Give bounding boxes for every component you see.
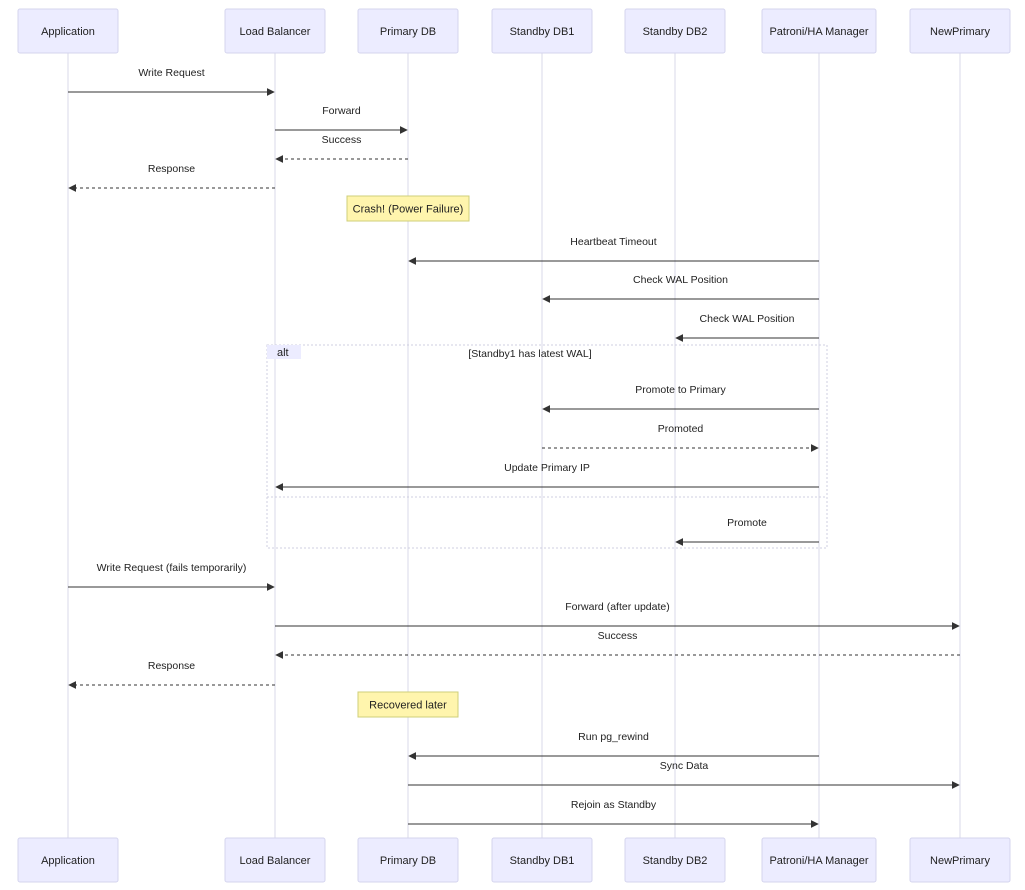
participant-box [224,837,326,883]
note-text: Crash! (Power Failure) [353,204,464,216]
lifelines [67,53,961,838]
message-patroni-to-standby2: Promote [675,517,819,546]
participant-standby1-top: Standby DB1 [491,8,593,54]
participant-label: Standby DB2 [643,855,708,867]
participant-label: Application [41,26,95,38]
message-label: Heartbeat Timeout [570,236,656,248]
participant-box [624,837,726,883]
message-primary-to-lb: Success [275,134,408,163]
participant-primary-bottom: Primary DB [357,837,459,883]
message-lb-to-app: Response [68,660,275,689]
message-label: Promote [727,517,767,529]
participant-lb-bottom: Load Balancer [224,837,326,883]
note-text: Recovered later [369,700,447,712]
participant-lb-top: Load Balancer [224,8,326,54]
messages: Write RequestForwardSuccessResponseHeart… [68,67,960,828]
message-label: Check WAL Position [700,313,795,325]
message-lb-to-app: Response [68,163,275,192]
alt-frame-condition: [Standby1 has latest WAL] [468,348,591,360]
participant-app-bottom: Application [17,837,119,883]
message-label: Rejoin as Standby [571,799,657,811]
participant-label: NewPrimary [930,855,990,867]
message-label: Forward (after update) [565,601,669,613]
message-label: Update Primary IP [504,462,590,474]
participant-patroni-bottom: Patroni/HA Manager [761,837,877,883]
participant-patroni-top: Patroni/HA Manager [761,8,877,54]
message-label: Response [148,660,195,672]
message-lb-to-newprimary: Forward (after update) [275,601,960,630]
participant-label: Primary DB [380,26,436,38]
message-label: Forward [322,105,361,117]
participant-label: Standby DB1 [510,855,575,867]
message-patroni-to-standby1: Promote to Primary [542,384,819,413]
participant-box [761,8,877,54]
note-box [357,691,459,718]
alt-frame: alt [Standby1 has latest WAL] [266,344,828,549]
participant-label: Primary DB [380,855,436,867]
message-standby1-to-patroni: Promoted [542,423,819,452]
participant-newprimary-bottom: NewPrimary [909,837,1011,883]
message-label: Check WAL Position [633,274,728,286]
message-primary-to-patroni: Rejoin as Standby [408,799,819,828]
participant-standby1-bottom: Standby DB1 [491,837,593,883]
participant-label: Standby DB2 [643,26,708,38]
note: Crash! (Power Failure) [346,195,470,222]
alt-frame-tag [267,345,301,359]
participant-box [357,837,459,883]
message-patroni-to-lb: Update Primary IP [275,462,819,491]
participant-box [624,8,726,54]
alt-frame-tag-label: alt [277,347,289,359]
message-patroni-to-primary: Heartbeat Timeout [408,236,819,265]
participant-box [17,837,119,883]
message-label: Response [148,163,195,175]
participant-standby2-bottom: Standby DB2 [624,837,726,883]
participant-label: Patroni/HA Manager [769,26,868,38]
message-label: Sync Data [660,760,709,772]
participant-box [357,8,459,54]
participant-box [491,8,593,54]
participant-app-top: Application [17,8,119,54]
message-label: Promoted [658,423,704,435]
message-label: Success [598,630,638,642]
participant-label: Standby DB1 [510,26,575,38]
alt-frame-border [266,344,828,549]
message-patroni-to-standby1: Check WAL Position [542,274,819,303]
participant-box [909,8,1011,54]
message-patroni-to-standby2: Check WAL Position [675,313,819,342]
participant-box [491,837,593,883]
participant-label: Load Balancer [240,855,311,867]
participant-primary-top: Primary DB [357,8,459,54]
participant-label: Patroni/HA Manager [769,855,868,867]
participant-label: Application [41,855,95,867]
message-label: Write Request [138,67,204,79]
participant-label: Load Balancer [240,26,311,38]
message-newprimary-to-lb: Success [275,630,960,659]
message-app-to-lb: Write Request (fails temporarily) [68,562,275,591]
message-label: Promote to Primary [635,384,726,396]
participant-standby2-top: Standby DB2 [624,8,726,54]
message-lb-to-primary: Forward [275,105,408,134]
message-app-to-lb: Write Request [68,67,275,96]
participant-box [17,8,119,54]
notes: Crash! (Power Failure) Recovered later [346,195,470,718]
message-label: Write Request (fails temporarily) [97,562,247,574]
message-patroni-to-primary: Run pg_rewind [408,731,819,760]
note-box [346,195,470,222]
participant-box [224,8,326,54]
note: Recovered later [357,691,459,718]
participant-newprimary-top: NewPrimary [909,8,1011,54]
message-label: Success [322,134,362,146]
participant-box [909,837,1011,883]
participant-label: NewPrimary [930,26,990,38]
message-label: Run pg_rewind [578,731,649,743]
message-primary-to-newprimary: Sync Data [408,760,960,789]
participant-box [761,837,877,883]
